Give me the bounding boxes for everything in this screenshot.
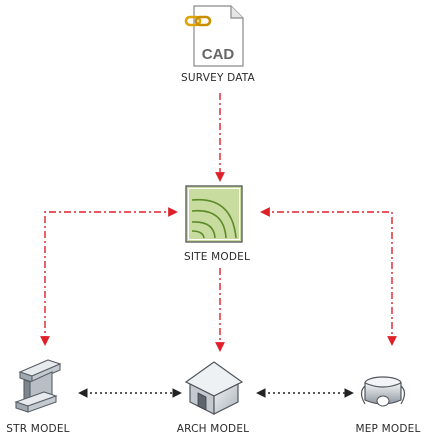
duct-fitting-icon xyxy=(360,376,406,407)
survey-data-label: SURVEY DATA xyxy=(181,72,255,84)
str-model-label: STR MODEL xyxy=(6,423,70,435)
mep-model-label: MEP MODEL xyxy=(355,423,421,435)
steel-beam-icon xyxy=(14,359,62,413)
site-model-label: SITE MODEL xyxy=(183,251,251,263)
site-model-icon xyxy=(185,185,243,243)
edges xyxy=(40,93,397,398)
arch-model-label: ARCH MODEL xyxy=(176,423,250,435)
edge-site-to-mep xyxy=(260,207,397,346)
cad-badge: CAD xyxy=(202,46,235,63)
chain-link-icon xyxy=(184,15,212,27)
edge-site-to-str xyxy=(40,207,178,346)
cad-file-icon: CAD xyxy=(184,5,244,67)
house-icon xyxy=(184,361,244,415)
